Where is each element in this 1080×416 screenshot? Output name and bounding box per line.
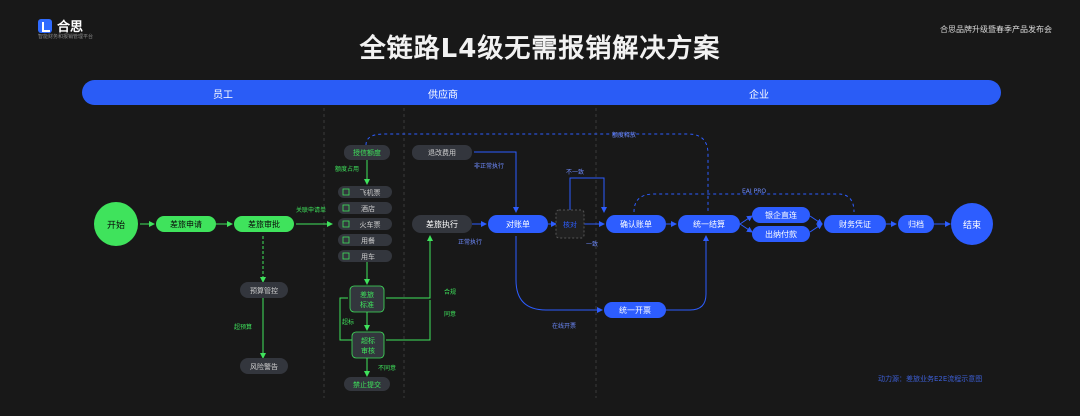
item-meal[interactable] [338, 234, 392, 246]
brand-tagline: 智能财务和报销管理平台 [38, 34, 94, 40]
item-meal-label: 用餐 [361, 236, 375, 245]
node-end-label: 结束 [963, 219, 981, 231]
item-flight-label: 飞机票 [360, 188, 381, 197]
label-match: 一致 [586, 240, 598, 248]
brand-logo: 合思 [38, 16, 83, 35]
node-forbid[interactable] [344, 377, 390, 391]
label-overstd: 超标 [342, 318, 354, 326]
node-apply[interactable] [156, 216, 216, 232]
node-start[interactable] [94, 202, 138, 246]
node-voucher[interactable] [824, 215, 886, 233]
node-forbid-label: 禁止提交 [353, 380, 381, 389]
train-icon [342, 220, 350, 228]
node-grant[interactable] [344, 145, 390, 160]
node-settle-label: 统一结算 [693, 219, 725, 229]
node-over-review[interactable] [351, 331, 385, 359]
node-settle[interactable] [678, 215, 740, 233]
meal-icon [342, 236, 350, 244]
node-exec[interactable] [412, 215, 472, 233]
label-abnormal: 非正常执行 [474, 162, 504, 170]
enterprise-nodes: 对账单 核对 确认账单 统一结算 银企直连 出纳付款 财务凭证 归档 结束 统一… [488, 203, 993, 318]
event-name: 合思品牌升级暨春季产品发布会 [940, 25, 1052, 34]
node-approve[interactable] [234, 216, 294, 232]
node-archive[interactable] [898, 215, 934, 233]
node-start-label: 开始 [107, 219, 125, 231]
supplier-nodes: 授信额度 退改费用 差旅执行 飞机票 酒店 火车票 用餐 用车 差旅 标准 超标… [338, 145, 472, 391]
node-standard[interactable] [349, 285, 385, 313]
node-apply-label: 差旅申请 [170, 219, 202, 229]
footer-note: 动力源：差旅业务E2E流程示意图 [878, 375, 983, 383]
label-link: 关联申请单 [296, 206, 326, 214]
brand-name: 合思 [57, 20, 84, 35]
node-recon-label: 对账单 [506, 219, 530, 229]
edge-labels: 额度占用 关联申请单 超预算 超标 合规 同意 不同意 非正常执行 正常执行 不… [234, 131, 766, 372]
node-budget[interactable] [240, 282, 288, 298]
node-archive-label: 归档 [908, 219, 924, 229]
item-car[interactable] [338, 250, 392, 262]
swimlane-header [82, 80, 1001, 105]
node-end[interactable] [951, 203, 993, 245]
label-overbudget: 超预算 [234, 323, 252, 331]
node-change-label: 退改费用 [428, 148, 456, 157]
item-train[interactable] [338, 218, 392, 230]
car-icon [342, 252, 350, 260]
page-title: 全链路L4级无需报销解决方案 [359, 34, 721, 64]
label-notmatch: 不一致 [566, 168, 584, 176]
node-invoice-label: 统一开票 [619, 305, 651, 315]
node-invoice[interactable] [604, 302, 666, 318]
label-agree: 同意 [444, 310, 456, 318]
node-over-line1: 超标 [361, 336, 375, 345]
node-grant-label: 授信额度 [353, 148, 381, 157]
item-hotel-label: 酒店 [361, 204, 375, 213]
node-over-line2: 审核 [361, 346, 375, 355]
flight-icon [342, 188, 350, 196]
label-normal: 正常执行 [458, 238, 482, 246]
logo-icon [38, 18, 52, 33]
service-icons [342, 188, 350, 260]
green-connectors [140, 160, 433, 377]
node-confirm[interactable] [606, 215, 666, 233]
label-disagree: 不同意 [378, 364, 396, 372]
node-risk[interactable] [240, 358, 288, 374]
node-check-label: 核对 [563, 220, 577, 229]
lane-supplier: 供应商 [428, 90, 458, 101]
label-ok: 合规 [444, 288, 456, 296]
hotel-icon [342, 204, 350, 212]
lane-dividers [323, 108, 597, 398]
node-recon[interactable] [488, 215, 548, 233]
node-standard-line2: 标准 [360, 300, 374, 309]
node-standard-line1: 差旅 [360, 290, 374, 299]
label-occupy: 额度占用 [335, 165, 359, 173]
blue-connectors [472, 151, 951, 313]
node-voucher-label: 财务凭证 [839, 219, 871, 229]
node-cashier-label: 出纳付款 [765, 229, 797, 239]
label-eai: EAI PRO [742, 188, 766, 195]
node-budget-label: 预算管控 [250, 286, 278, 295]
node-exec-label: 差旅执行 [426, 219, 458, 229]
node-change[interactable] [412, 145, 472, 160]
node-risk-label: 风险警告 [250, 362, 278, 371]
lane-employee: 员工 [213, 90, 233, 101]
item-train-label: 火车票 [360, 220, 381, 229]
node-confirm-label: 确认账单 [620, 219, 652, 229]
item-hotel[interactable] [338, 202, 392, 214]
dashed-paths [365, 133, 855, 213]
label-bulk: 在线开票 [552, 322, 576, 330]
item-car-label: 用车 [361, 252, 375, 261]
label-release: 额度释放 [612, 131, 636, 139]
node-check[interactable] [555, 209, 585, 239]
lane-enterprise: 企业 [749, 90, 769, 101]
node-cashier[interactable] [752, 226, 810, 242]
node-direct[interactable] [752, 207, 810, 223]
item-flight[interactable] [338, 186, 392, 198]
employee-nodes: 开始 差旅申请 差旅审批 预算管控 风险警告 [94, 202, 294, 374]
node-approve-label: 差旅审批 [248, 219, 280, 229]
node-direct-label: 银企直连 [765, 210, 797, 220]
